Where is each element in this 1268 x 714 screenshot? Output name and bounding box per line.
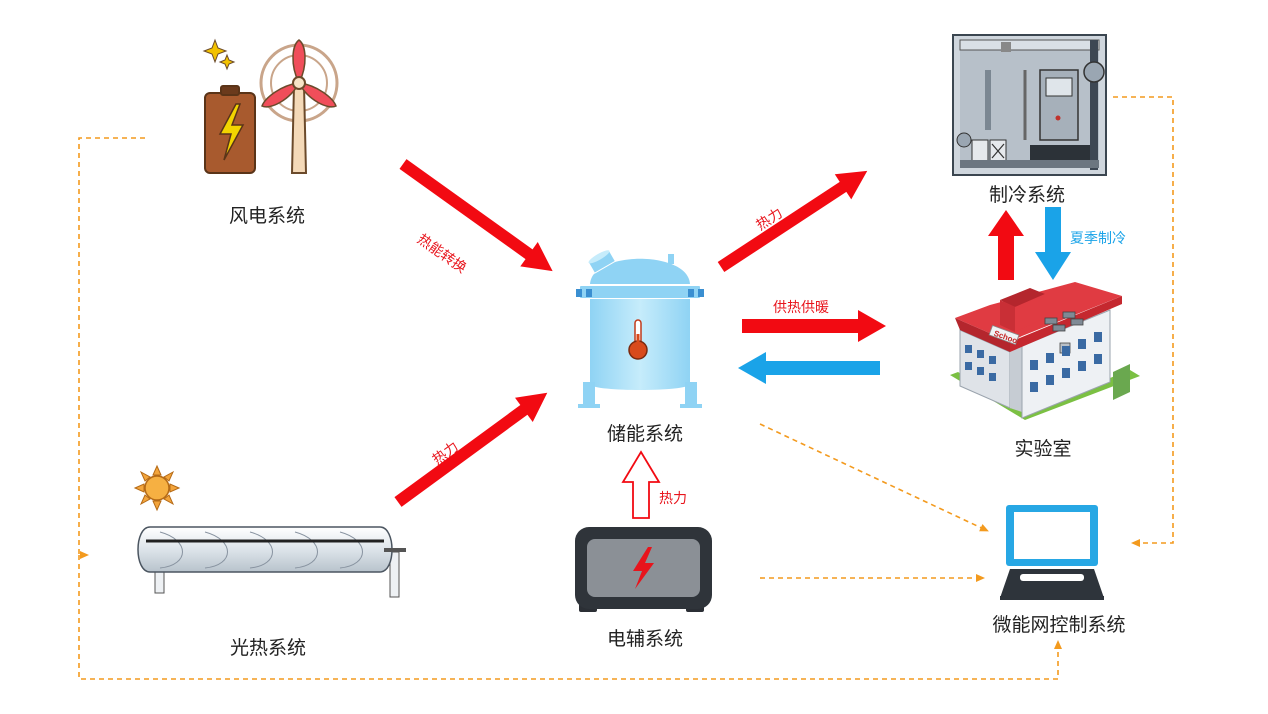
arrow-refrigeration-to-lab [1035, 207, 1071, 280]
arrow-storage-to-refrigeration [717, 170, 868, 273]
storage-tank-icon [576, 250, 704, 408]
flow-arrows [394, 159, 1071, 519]
electric-system-label: 电辅系统 [606, 628, 684, 650]
edge-label-storage-to-lab: 供热供暖 [773, 300, 829, 316]
arrow-wind-to-storage [399, 159, 553, 272]
link-wind-to-solar [78, 137, 145, 559]
refrigeration-system-label: 制冷系统 [988, 184, 1066, 206]
lab-label: 实验室 [1014, 438, 1072, 460]
electric-heater-icon [575, 527, 712, 612]
sun-icon [133, 464, 181, 512]
solar-collector-icon [133, 464, 406, 598]
wind-turbine-icon [202, 38, 339, 174]
control-links [78, 96, 1174, 680]
laboratory-building-icon: School [950, 282, 1140, 420]
link-solar-to-control [78, 555, 1062, 680]
arrow-storage-to-lab [742, 310, 886, 342]
wind-system-label: 风电系统 [228, 205, 306, 227]
control-system-label: 微能网控制系统 [992, 614, 1126, 636]
edge-label-refrigeration-to-lab: 夏季制冷 [1070, 231, 1126, 247]
arrow-electric-to-storage [621, 450, 661, 519]
laptop-icon [1000, 505, 1104, 600]
arrow-lab-to-storage [738, 352, 880, 384]
edge-label-electric-to-storage: 热力 [659, 491, 687, 507]
link-refrigeration-to-control [1113, 96, 1174, 547]
solar-system-label: 光热系统 [229, 637, 307, 659]
arrow-solar-to-storage [394, 392, 548, 507]
storage-system-label: 储能系统 [606, 423, 684, 445]
refrigeration-unit-icon [952, 34, 1107, 176]
link-storage-to-control [759, 423, 989, 532]
arrow-lab-to-refrigeration [988, 210, 1024, 280]
